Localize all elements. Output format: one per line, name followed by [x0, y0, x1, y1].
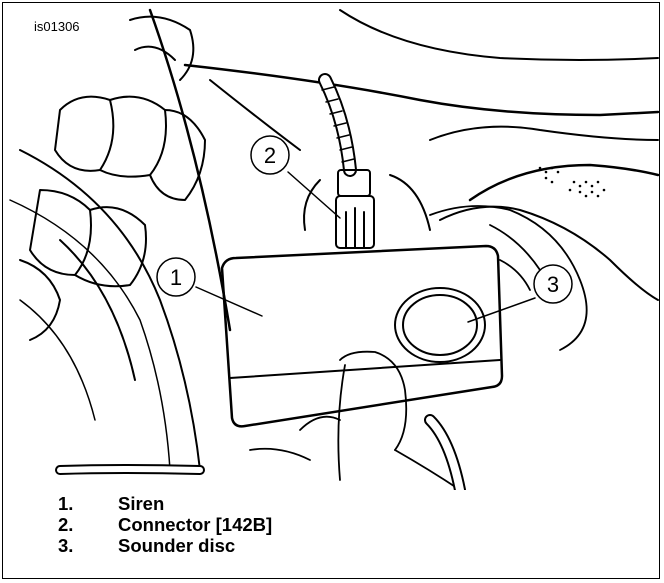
- callout-circle-3: [533, 264, 573, 304]
- legend-label: Siren: [118, 493, 165, 514]
- body-panel: [183, 9, 660, 301]
- legend-number: 3.: [58, 535, 74, 556]
- callout-label-2: 2: [264, 143, 276, 168]
- connector-142b: [303, 169, 431, 249]
- callout-label-3: 3: [547, 272, 559, 297]
- legend-item: 1. Siren: [58, 493, 272, 514]
- callout-label-1: 1: [170, 265, 182, 290]
- legend-number: 1.: [58, 493, 74, 514]
- lower-harness: [55, 414, 466, 490]
- tire-outline: [9, 8, 232, 471]
- legend-label: Sounder disc: [118, 535, 236, 556]
- legend-label: Connector [142B]: [118, 514, 273, 535]
- callout-circle-2: [250, 135, 290, 175]
- wiring-harness: [318, 73, 357, 177]
- callouts: [156, 135, 573, 304]
- figure-id: is01306: [34, 19, 80, 34]
- legend-item: 3. Sounder disc: [58, 535, 272, 556]
- legend-number: 2.: [58, 514, 74, 535]
- illustration: 2 1 3: [9, 8, 660, 490]
- grille-dots: [538, 166, 606, 198]
- siren-housing: [220, 244, 504, 428]
- leader-lines: [195, 171, 536, 323]
- hand: [249, 205, 588, 490]
- legend-item: 2. Connector [142B]: [58, 514, 272, 535]
- callout-circle-1: [156, 257, 196, 297]
- legend: 1. Siren 2. Connector [142B] 3. Sounder …: [58, 493, 272, 556]
